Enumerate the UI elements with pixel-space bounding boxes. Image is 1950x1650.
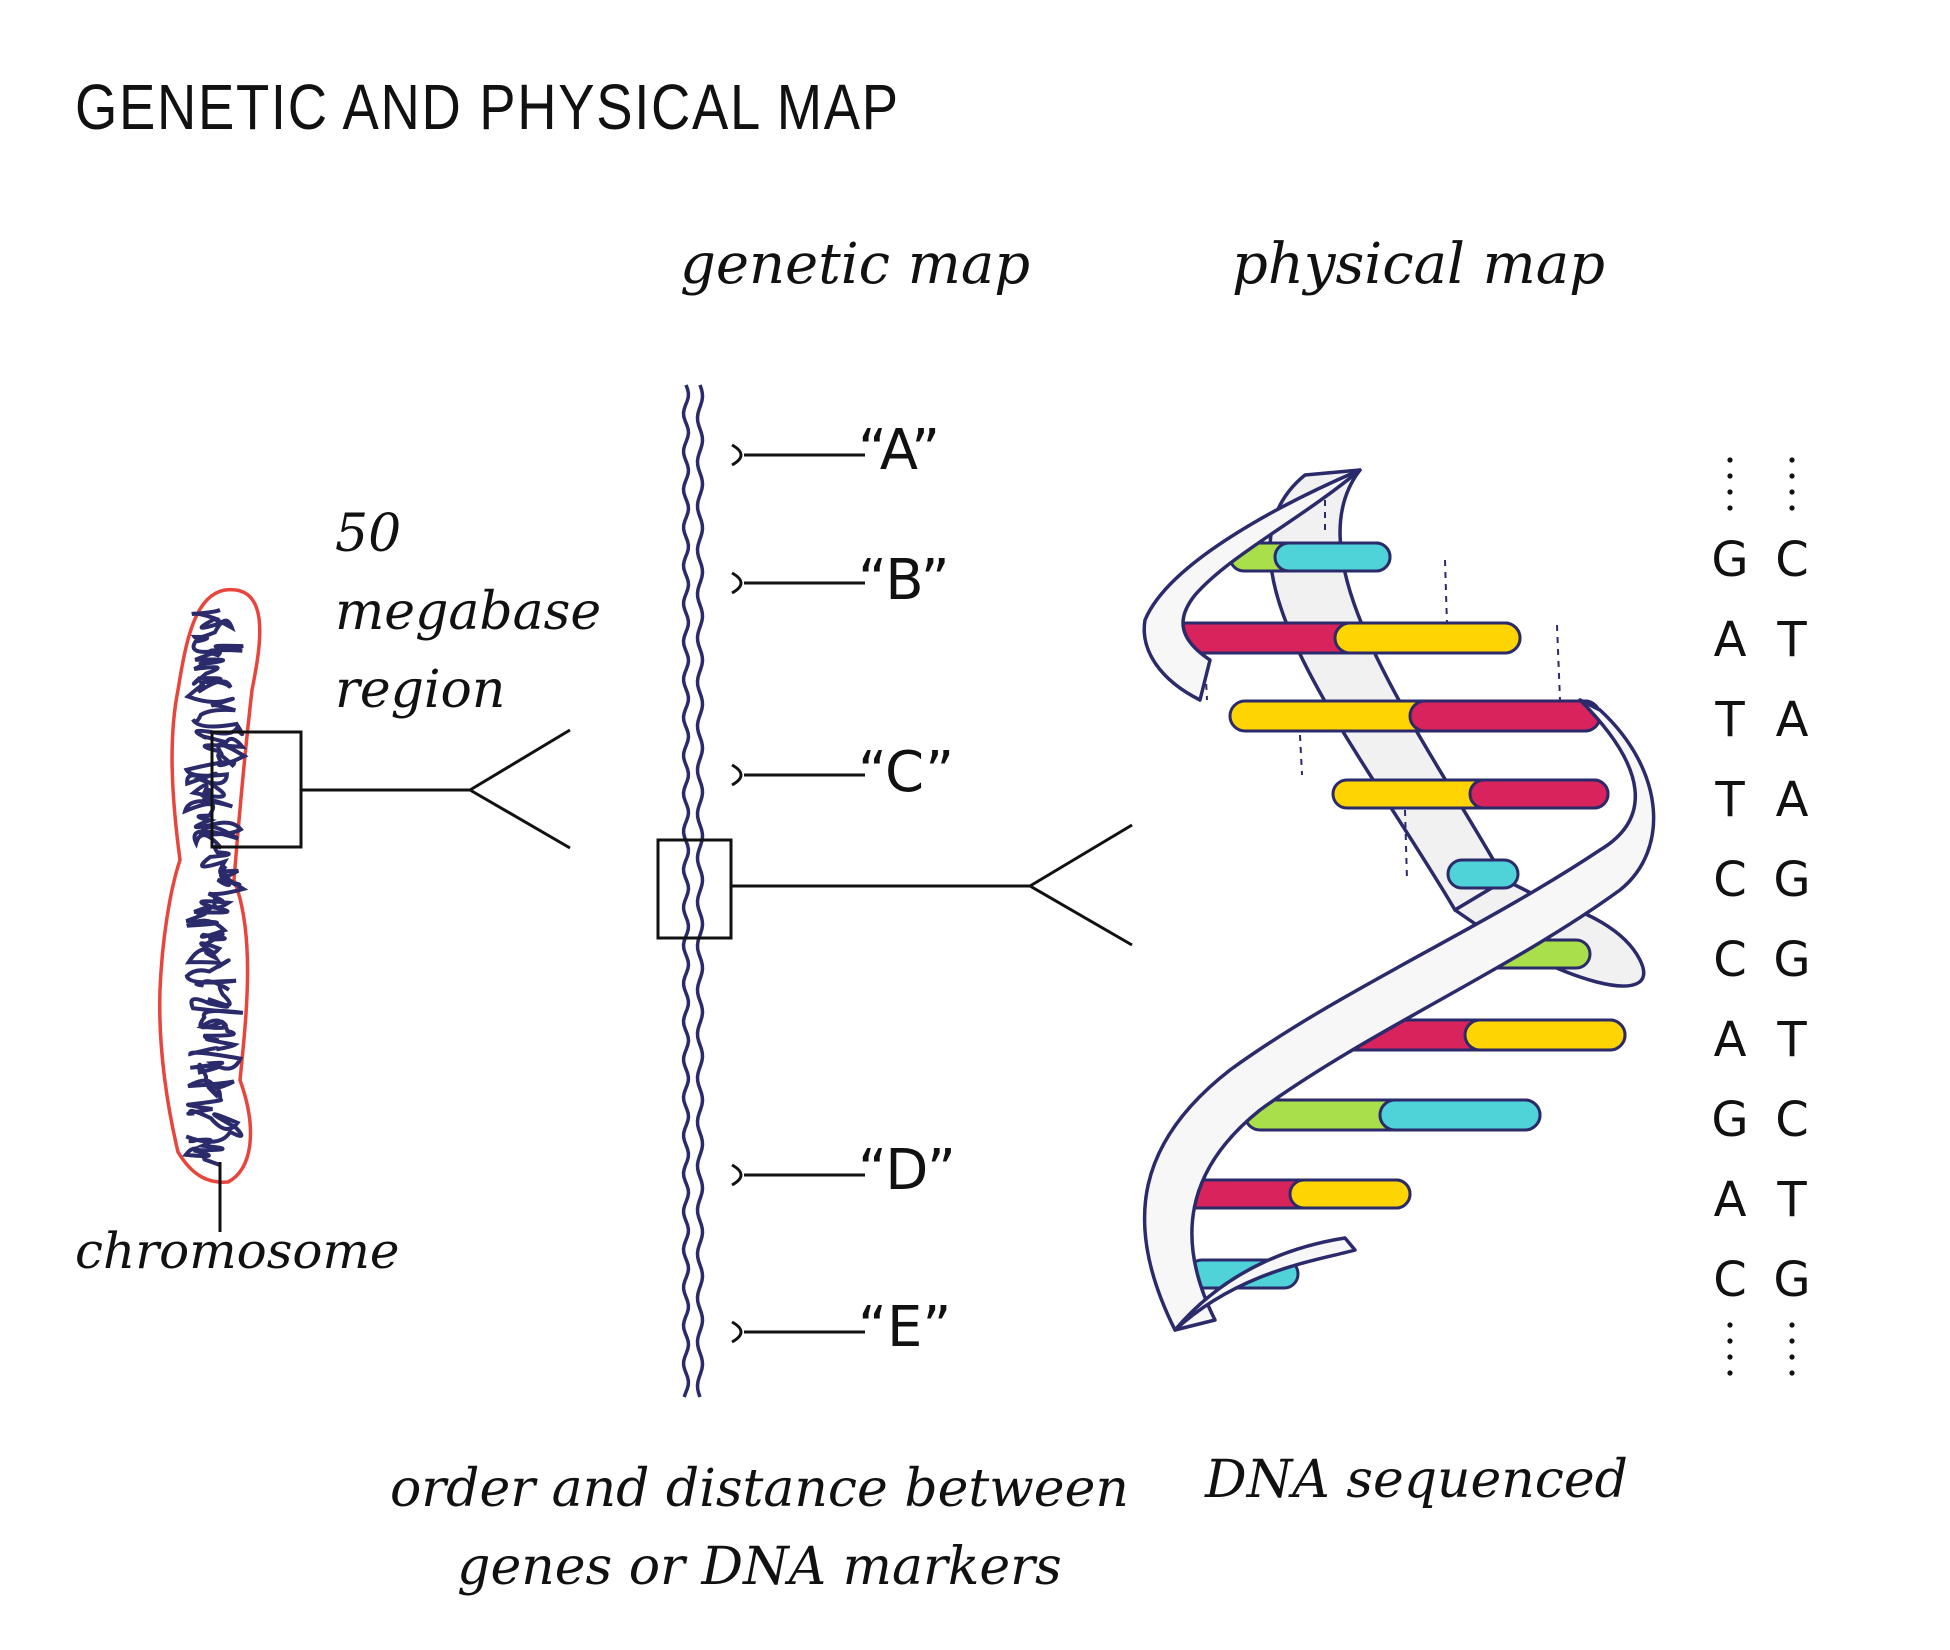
base-pair-segment [1468,778,1610,810]
region-label-line-1: 50 [335,504,402,564]
base-right: C [1775,532,1809,588]
base-left: G [1711,532,1749,588]
genetic-caption-line-2: genes or DNA markers [457,1537,1062,1597]
sequence-continuation-dot [1789,489,1795,495]
genetic-map-strand [681,384,691,1398]
region-zoom-connector [301,728,571,850]
chromosome-outline [157,588,262,1184]
sequence-continuation-dot [1789,1370,1795,1376]
base-right: T [1777,1012,1807,1068]
base-pair-segment [1288,1178,1412,1210]
page-title: GENETIC AND PHYSICAL MAP [75,71,900,143]
region-label-line-2: megabase [335,582,602,642]
base-pair-segment [1446,858,1520,890]
helix-ribbon-back [1268,468,1507,912]
base-right: G [1773,932,1811,988]
base-pair-segment [1273,541,1392,573]
region-label: 50 megabase region [335,495,601,729]
base-left: A [1713,1172,1747,1228]
base-left: G [1711,1092,1749,1148]
helix-ribbon-front [1142,468,1362,702]
physical-map-caption: DNA sequenced [1205,1450,1628,1510]
base-pair-segment [1378,1098,1542,1132]
base-right: G [1773,1252,1811,1308]
marker-tick [731,763,865,787]
sequence-continuation-dot [1727,505,1733,511]
base-right: T [1777,1172,1807,1228]
marker-label-c: “C” [858,740,955,805]
helix-ribbon-front [1173,1236,1357,1332]
base-right: T [1777,612,1807,668]
chromosome-graphic [157,588,571,1232]
genetic-caption-line-1: order and distance between [390,1459,1129,1519]
region-label-line-3: region [335,660,506,720]
marker-tick [731,443,865,467]
genetic-map-title: genetic map [680,232,1031,297]
genetic-map-caption: order and distance between genes or DNA … [390,1450,1129,1606]
base-pairs [1148,541,1627,1290]
marker-label-a: “A” [858,418,941,483]
sequence-continuation-dot [1789,457,1795,463]
sequence-continuation-dot [1727,1370,1733,1376]
base-pair-segment [1408,699,1602,733]
base-left: T [1715,692,1745,748]
base-left: C [1713,932,1747,988]
physical-map-title: physical map [1232,232,1605,297]
base-right: C [1775,1092,1809,1148]
helix-back-rungs [1204,488,1561,881]
marker-ticks [731,443,865,1344]
marker-tick [731,1320,865,1344]
base-right: A [1775,772,1809,828]
base-right: G [1773,852,1811,908]
marker-label-b: “B” [858,548,950,613]
marker-label-e: “E” [858,1295,952,1360]
base-left: A [1713,1012,1747,1068]
sequence-continuation-dot [1789,505,1795,511]
dna-helix [1142,468,1656,1332]
chromosome-strand [181,608,249,1167]
sequence-continuation-dot [1789,473,1795,479]
base-left: A [1713,612,1747,668]
genetic-zoom-connector [731,823,1133,947]
sequence-continuation-dot [1727,1322,1733,1328]
marker-label-d: “D” [858,1138,956,1203]
marker-tick [731,1163,865,1187]
helix-ribbon-front [1142,698,1656,1332]
base-pair-segment [1463,1018,1627,1052]
sequence-continuation-dot [1727,473,1733,479]
sequence-continuation-dot [1789,1354,1795,1360]
genetic-map-region-box [656,838,733,940]
sequence-continuation-dot [1727,1338,1733,1344]
base-right: A [1775,692,1809,748]
base-pair-segment [1333,621,1522,655]
sequence-continuation-dot [1727,1354,1733,1360]
genetic-map-graphic [656,384,1133,1398]
chromosome-label: chromosome [75,1222,400,1280]
sequence-continuation-dot [1789,1322,1795,1328]
marker-tick [731,571,865,595]
sequence-continuation-dot [1727,489,1733,495]
base-left: C [1713,852,1747,908]
genetic-map-strand [695,384,705,1398]
base-left: C [1713,1252,1747,1308]
sequence-continuation-dot [1789,1338,1795,1344]
sequence-continuation-dot [1727,457,1733,463]
base-left: T [1715,772,1745,828]
